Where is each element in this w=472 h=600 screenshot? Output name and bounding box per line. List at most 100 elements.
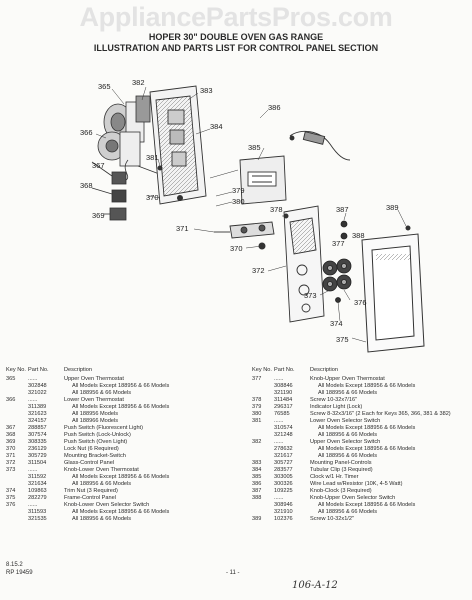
part-number-cell: 321634 [28, 481, 47, 487]
part-number-cell: ...... [28, 397, 38, 403]
column-header-key: Key No. [6, 367, 26, 373]
key-number-cell: 377 [252, 376, 262, 382]
part-number-cell: 282279 [28, 495, 47, 501]
description-cell: Lock Nut (6 Required) [64, 446, 119, 452]
part-number-cell: 321022 [28, 390, 47, 396]
part-number-cell: 76585 [274, 411, 290, 417]
callout: 371 [176, 224, 189, 233]
key-number-cell: 368 [6, 432, 16, 438]
description-cell: Lower Oven Selector Switch [310, 418, 381, 424]
callout: 370 [146, 193, 159, 202]
handwritten-note: 106-A-12 [292, 580, 338, 591]
part-number-cell: 308946 [274, 502, 293, 508]
callout: 372 [252, 266, 265, 275]
callout: 369 [92, 211, 105, 220]
clock [239, 155, 287, 205]
part-number-cell: 308335 [28, 439, 47, 445]
callout: 388 [352, 231, 365, 240]
key-number-cell [252, 446, 274, 453]
table-row: 376......Knob-Lower Oven Selector Switch [6, 502, 169, 509]
description-cell: All Models Except 188956 & 66 Models [72, 404, 170, 410]
leader-lines [95, 86, 407, 343]
part-number-cell: 305729 [28, 453, 47, 459]
description-cell: Mounting Panel-Controls [310, 460, 372, 466]
description-cell: All Models Except 188956 & 66 Models [72, 509, 170, 515]
description-cell: All Models Except 188956 & 66 Models [72, 383, 170, 389]
table-row: 385 303005 Clock w/1 Hr. Timer [252, 474, 451, 481]
part-number-cell: 321535 [28, 516, 47, 522]
table-row: 373......Knob-Lower Oven Thermostat [6, 467, 169, 474]
description-cell: All Models Except 188956 & 66 Models [318, 383, 416, 389]
part-number-cell: 303005 [274, 474, 293, 480]
key-number-cell: 367 [6, 425, 16, 431]
part-number-cell: ...... [274, 439, 284, 445]
description-cell: Clock w/1 Hr. Timer [310, 474, 359, 480]
part-number-cell: 296317 [274, 404, 293, 410]
key-number-cell [6, 383, 28, 390]
part-number-cell: 278632 [274, 446, 293, 452]
key-number-cell [252, 509, 274, 516]
description-cell: Knob-Lower Oven Selector Switch [64, 502, 150, 508]
table-row: 311593 All Models Except 188956 & 66 Mode… [6, 509, 169, 516]
description-cell: Screw 10-32x7/16" [310, 397, 358, 403]
key-number-cell [6, 404, 28, 411]
key-number-cell: 382 [252, 439, 262, 445]
part-number-cell: 283577 [274, 467, 293, 473]
table-row: 321623 All 188956 Models [6, 411, 169, 418]
part-number-cell: 321623 [28, 411, 47, 417]
description-cell: All Models Except 188956 & 66 Models [318, 425, 416, 431]
key-number-cell: 370 [6, 446, 16, 452]
part-number-cell: 310574 [274, 425, 293, 431]
key-number-cell: 380 [252, 411, 262, 417]
description-cell: Knob-Lower Oven Thermostat [64, 467, 139, 473]
column-header-key: Key No. [252, 367, 272, 373]
table-header-row: Key No. Part No. Description [6, 367, 169, 376]
part-number-cell: ...... [274, 495, 284, 501]
callout: 370 [230, 244, 243, 253]
key-number-cell: 379 [252, 404, 262, 410]
part-number-cell: 311389 [28, 404, 47, 410]
description-cell: All 188956 Models [72, 411, 119, 417]
key-number-cell [6, 390, 28, 397]
key-number-cell: 376 [6, 502, 16, 508]
callout: 381 [146, 153, 159, 162]
table-row: 310574 All Models Except 188956 & 66 Mode… [252, 425, 451, 432]
key-number-cell [252, 383, 274, 390]
description-cell: Push Switch (Lock-Unlock) [64, 432, 131, 438]
part-number-cell: 324157 [28, 418, 47, 424]
key-number-cell: 388 [252, 495, 262, 501]
key-number-cell: 374 [6, 488, 16, 494]
part-number-cell: 300326 [274, 481, 293, 487]
description-cell: Push Switch (Oven Light) [64, 439, 128, 445]
key-number-cell [252, 453, 274, 460]
part-number-cell: 302848 [28, 383, 47, 389]
callout: 380 [232, 197, 245, 206]
callout: 383 [200, 86, 213, 95]
knobs [322, 220, 352, 303]
key-number-cell: 372 [6, 460, 16, 466]
part-number-cell: 311593 [28, 509, 47, 515]
watermark: AppliancePartsPros.com [79, 2, 393, 32]
key-number-cell: 385 [252, 474, 262, 480]
column-header-part: Part No. [274, 367, 295, 373]
description-cell: Knob-Upper Oven Thermostat [310, 376, 385, 382]
part-number-cell: 305727 [274, 460, 293, 466]
description-cell: Frame-Control Panel [64, 495, 116, 501]
key-number-cell: 383 [252, 460, 262, 466]
mounting-bracket [214, 221, 275, 239]
part-number-cell: 236129 [28, 446, 47, 452]
key-number-cell [252, 425, 274, 432]
part-number-cell: 311592 [28, 474, 47, 480]
key-number-cell: 387 [252, 488, 262, 494]
table-row: 377......Knob-Upper Oven Thermostat [252, 376, 451, 383]
